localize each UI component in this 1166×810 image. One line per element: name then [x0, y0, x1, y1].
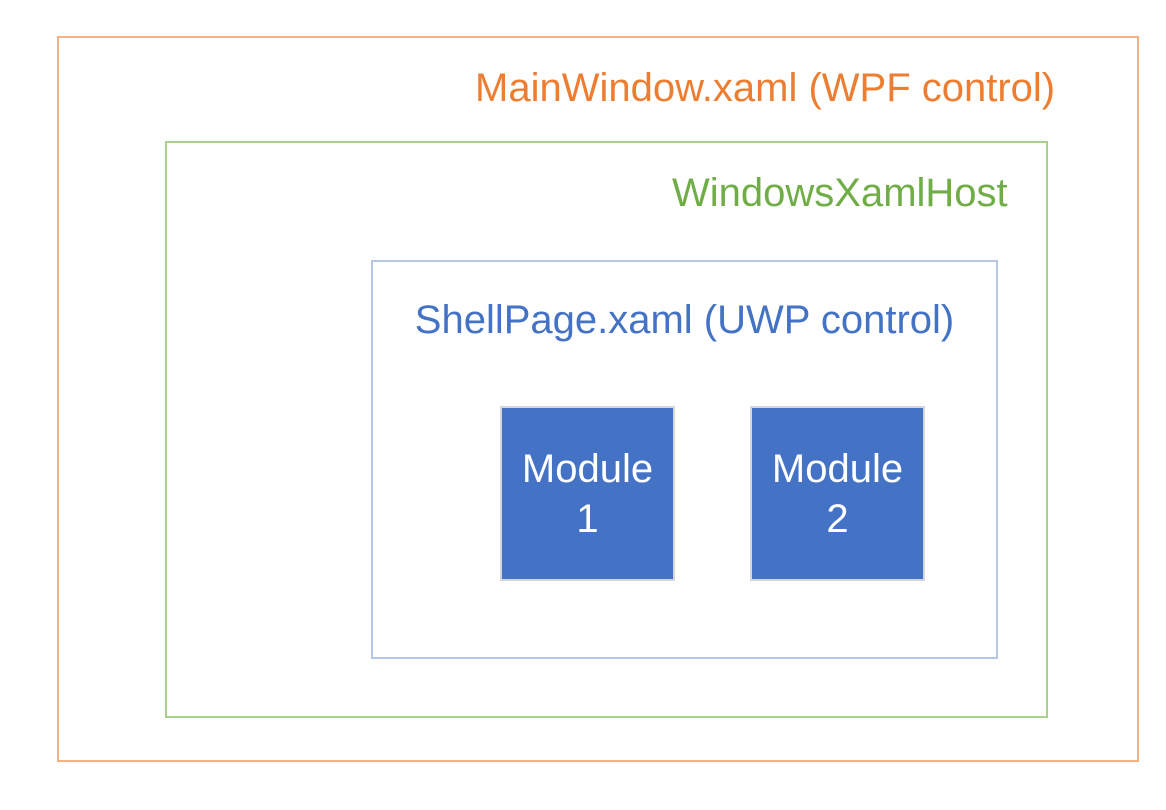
module-2-label-line1: Module — [771, 446, 904, 491]
module-1-box: Module 1 — [500, 406, 675, 581]
module-1-label-line2: 1 — [576, 496, 599, 541]
shellpage-uwp-label: ShellPage.xaml (UWP control) — [414, 298, 955, 342]
module-1-label-line1: Module — [521, 446, 654, 491]
mainwindow-wpf-box: MainWindow.xaml (WPF control) WindowsXam… — [57, 36, 1139, 762]
windows-xaml-host-label: WindowsXamlHost — [672, 171, 1008, 215]
windows-xaml-host-box: WindowsXamlHost ShellPage.xaml (UWP cont… — [165, 141, 1048, 718]
mainwindow-wpf-label: MainWindow.xaml (WPF control) — [475, 66, 1056, 110]
shellpage-uwp-box: ShellPage.xaml (UWP control) Module 1 Mo… — [371, 260, 998, 659]
module-2-label-line2: 2 — [826, 496, 849, 541]
module-2-box: Module 2 — [750, 406, 925, 581]
